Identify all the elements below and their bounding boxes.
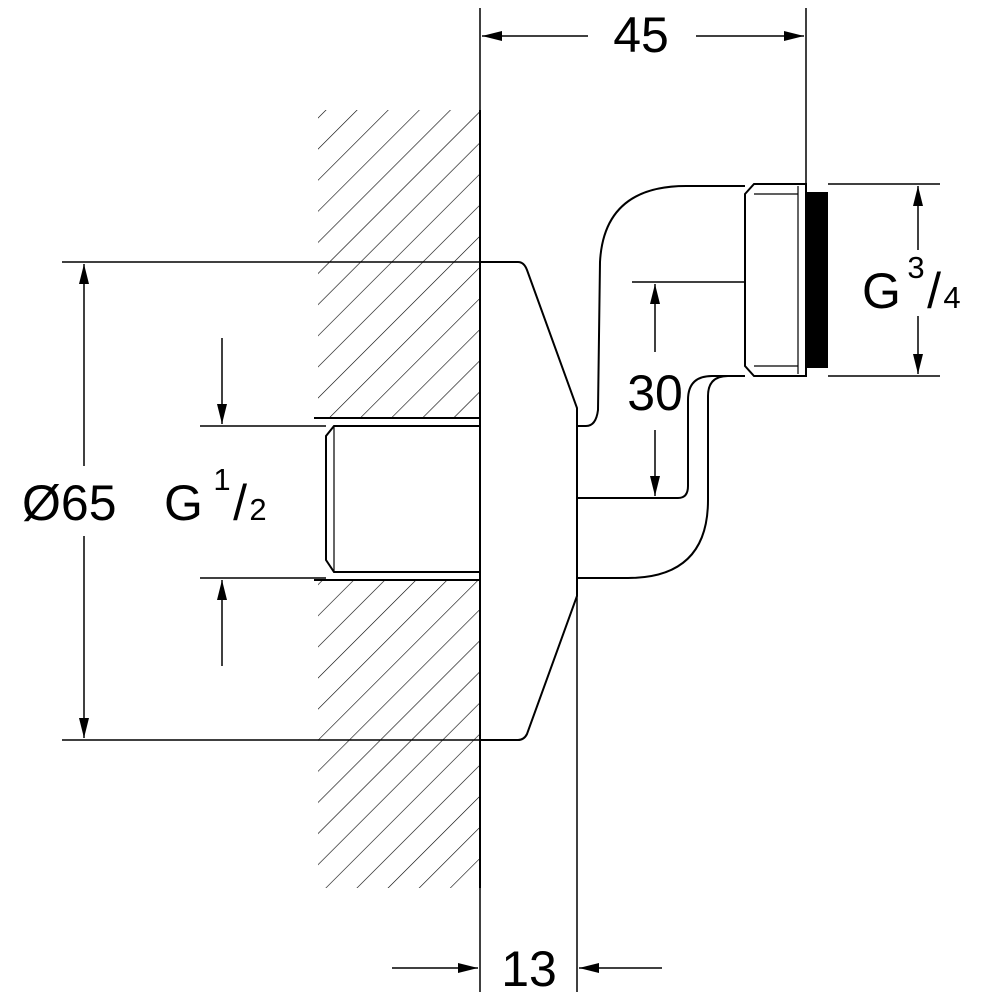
outlet-thread-label: G 3 / 4 (862, 250, 961, 319)
outlet-thread-numerator: 3 (907, 250, 924, 285)
inlet-thread-label: G 1 / 2 (164, 462, 267, 531)
inlet-nipple (325, 425, 480, 573)
dimension-offset (577, 281, 745, 499)
elbow-body (577, 185, 745, 579)
inlet-thread-numerator: 1 (213, 462, 230, 497)
outlet-nut (744, 183, 828, 377)
flange (479, 261, 578, 741)
outlet-thread-prefix: G (862, 263, 901, 319)
outlet-thread-slash: / (927, 263, 941, 319)
outlet-thread-denominator: 4 (943, 280, 960, 315)
dimension-flange-depth (392, 596, 662, 992)
dimension-outlet-thread (828, 183, 940, 377)
dimension-label-13: 13 (501, 941, 557, 997)
inlet-thread-denominator: 2 (249, 492, 266, 527)
inlet-thread-slash: / (233, 475, 247, 531)
dimension-overall-depth (479, 8, 807, 184)
dimension-inlet-thread (200, 338, 326, 666)
dimension-label-30: 30 (627, 365, 683, 421)
wall-section (314, 110, 481, 888)
dimension-flange-diameter (62, 261, 480, 741)
flange-diameter-label: Ø65 (22, 475, 117, 531)
dimension-label-45: 45 (613, 7, 669, 63)
inlet-thread-prefix: G (164, 475, 203, 531)
